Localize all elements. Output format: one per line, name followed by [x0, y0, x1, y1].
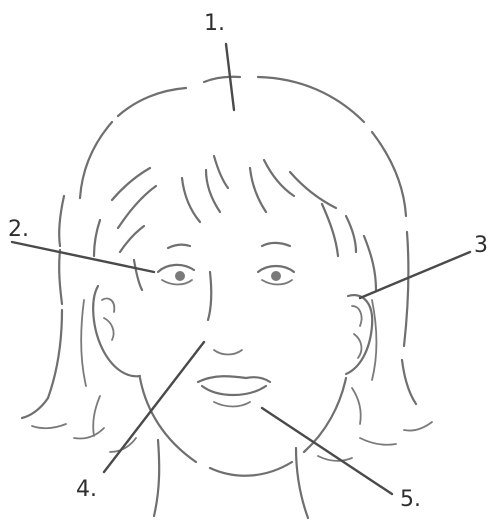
- leader-lines: [12, 44, 470, 494]
- callout-4: 4.: [76, 477, 97, 502]
- leader-5: [262, 408, 392, 494]
- neck: [154, 440, 308, 518]
- eyebrows: [168, 243, 290, 248]
- leader-4: [104, 342, 204, 472]
- callout-5: 5.: [400, 487, 421, 512]
- hair-bangs: [94, 156, 376, 290]
- left-eye: [158, 265, 194, 285]
- left-pupil: [175, 271, 185, 281]
- right-pupil: [271, 271, 281, 281]
- right-ear: [346, 295, 372, 374]
- callout-labels: 1. 2. 3 4. 5.: [8, 11, 488, 512]
- face-contour: [140, 378, 346, 476]
- right-eye: [258, 266, 294, 285]
- left-ear: [93, 286, 140, 376]
- leader-3: [360, 252, 470, 298]
- callout-2: 2.: [8, 217, 29, 242]
- leader-2: [12, 242, 154, 272]
- hair-outline: [22, 77, 432, 461]
- callout-3: 3: [474, 233, 488, 258]
- mouth: [198, 376, 270, 406]
- callout-1: 1.: [204, 11, 225, 36]
- nose: [208, 272, 242, 355]
